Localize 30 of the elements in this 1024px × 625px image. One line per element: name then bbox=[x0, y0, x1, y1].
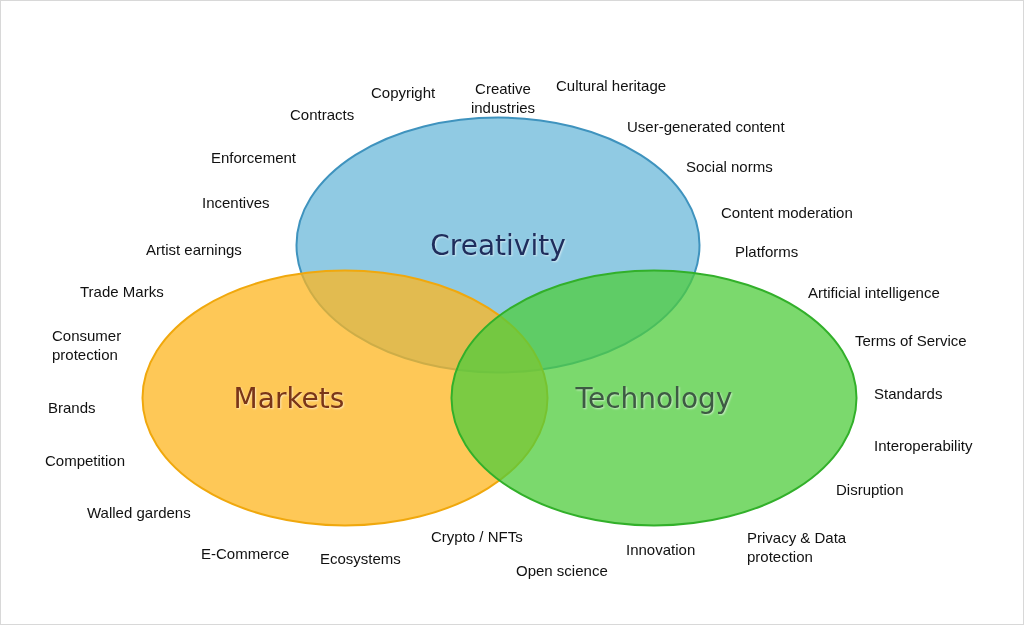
topic-label: Platforms bbox=[735, 242, 799, 261]
topic-label: Incentives bbox=[202, 193, 270, 212]
topic-label: Disruption bbox=[836, 480, 904, 499]
topic-label: Ecosystems bbox=[320, 549, 401, 568]
set-label: Markets bbox=[232, 381, 346, 415]
topic-label: E-Commerce bbox=[201, 544, 290, 563]
topic-label: Brands bbox=[48, 398, 96, 417]
topic-label: Artist earnings bbox=[146, 240, 242, 259]
topic-label: Privacy & Data protection bbox=[747, 528, 848, 566]
topic-label: Interoperability bbox=[874, 436, 973, 455]
topic-label: Crypto / NFTs bbox=[431, 527, 523, 546]
topic-label: User-generated content bbox=[627, 117, 785, 136]
set-label: Creativity bbox=[429, 228, 567, 262]
topic-label: Consumer protection bbox=[52, 326, 123, 364]
topic-label: Competition bbox=[45, 451, 126, 470]
topic-label: Walled gardens bbox=[87, 503, 191, 522]
topic-label: Copyright bbox=[371, 83, 436, 102]
topic-label: Open science bbox=[516, 561, 608, 580]
topic-label: Terms of Service bbox=[855, 331, 967, 350]
set-label: Technology bbox=[574, 381, 734, 415]
topic-label: Cultural heritage bbox=[556, 76, 667, 95]
topic-label: Creative industries bbox=[469, 79, 537, 117]
topic-label: Contracts bbox=[290, 105, 355, 124]
topic-label: Enforcement bbox=[211, 148, 297, 167]
topic-label: Trade Marks bbox=[80, 282, 164, 301]
topic-label: Standards bbox=[874, 384, 943, 403]
topic-label: Innovation bbox=[626, 540, 696, 559]
topic-label: Social norms bbox=[686, 157, 773, 176]
topic-label: Content moderation bbox=[721, 203, 853, 222]
topic-label: Artificial intelligence bbox=[808, 283, 940, 302]
